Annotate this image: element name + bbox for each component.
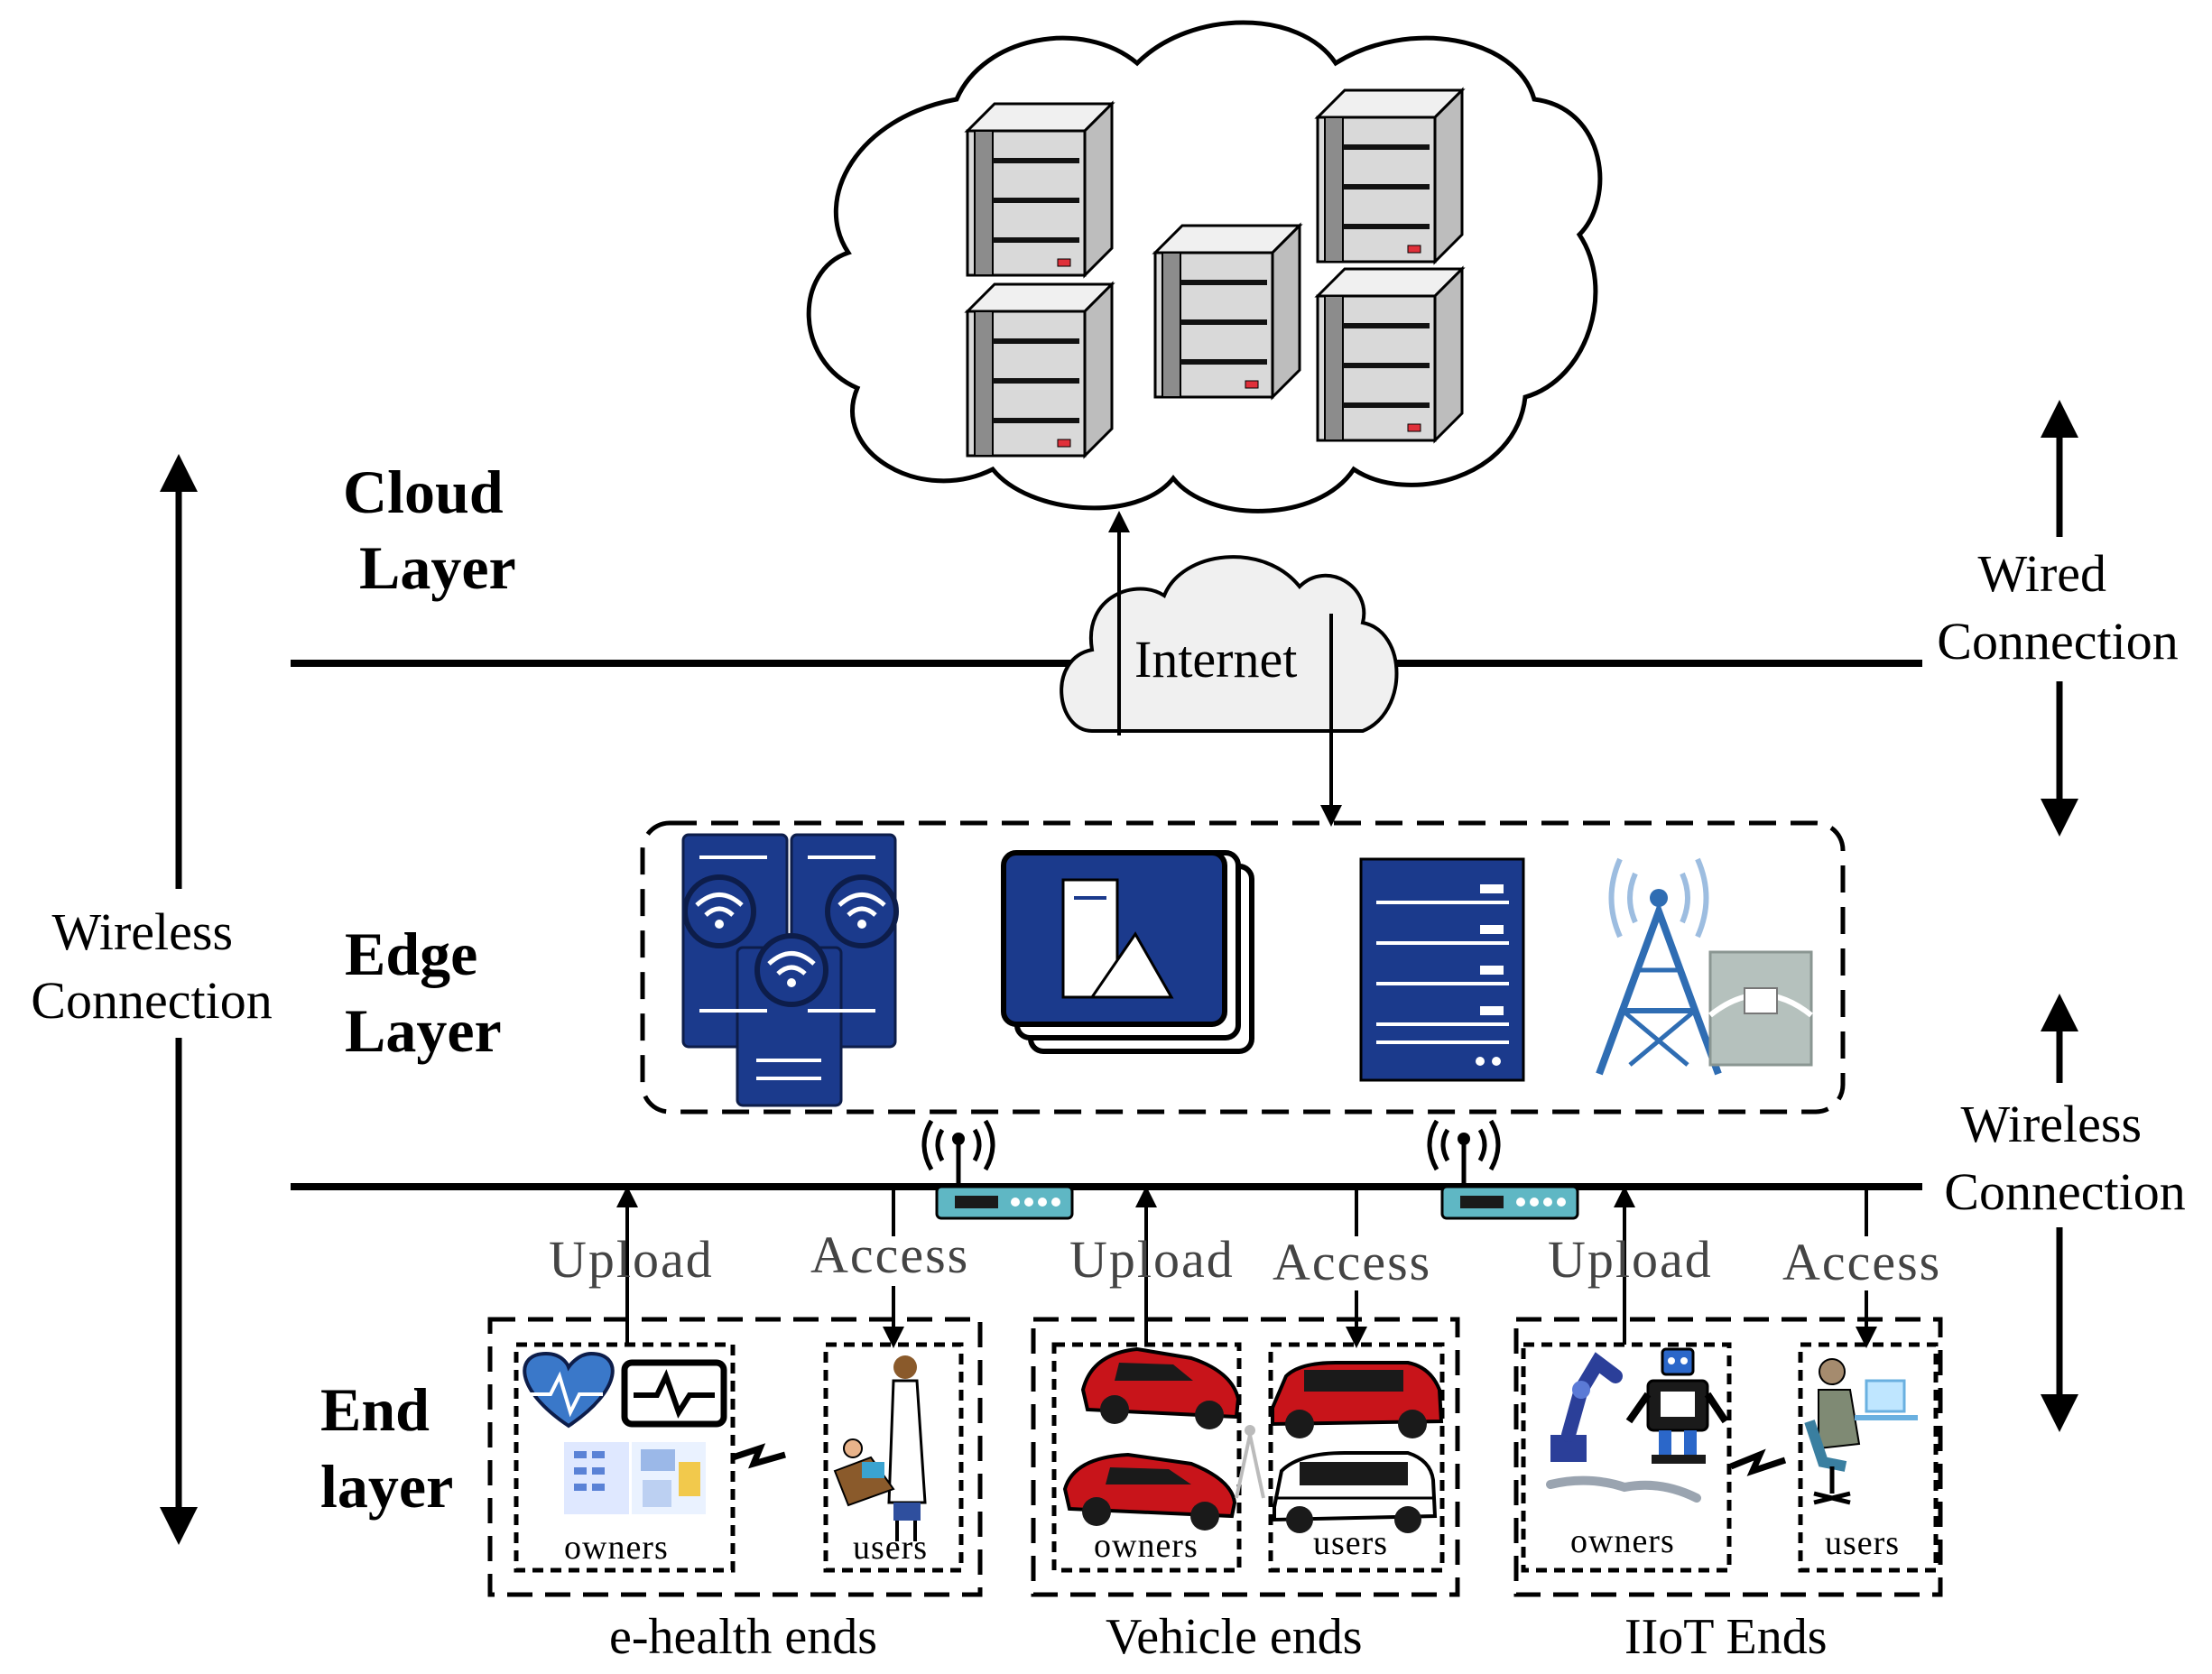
internet-cloud [1060,555,1399,733]
end-layer-label: End layer [320,1375,453,1521]
ehealth-owners-label: owners [564,1529,669,1567]
cell-tower-icon [1596,857,1813,1076]
wireless-link-icon [1729,1448,1787,1476]
server-rack-icon [966,282,1114,458]
file-server-icon [1001,850,1254,1054]
vehicle-group-label: Vehicle ends [1106,1609,1363,1665]
right-wired-connection-label: Wired Connection [1937,544,2178,671]
edge-layer-label: Edge Layer [345,920,502,1065]
iiot-group-label: IIoT Ends [1624,1609,1828,1665]
iiot-access-label: Access [1782,1233,1941,1291]
wireless-router-icon [1427,1119,1579,1220]
heart-rate-icon [523,1351,727,1429]
iiot-owners-label: owners [1570,1522,1675,1560]
doctor-patient-icon [833,1355,927,1541]
iiot-group-box [1513,1317,1943,1597]
sports-car-icon [1062,1346,1241,1531]
edge-devices-box [640,820,1846,1114]
wireless-link-icon [731,1443,786,1469]
right-wireless-connection-label: Wireless Connection [1944,1095,2185,1221]
iiot-owners-box [1521,1342,1732,1573]
server-rack-icon [1153,224,1301,399]
suv-car-icon [1271,1361,1444,1533]
server-rack-icon [966,102,1114,277]
vehicle-users-label: users [1313,1524,1388,1562]
vehicle-owners-label: owners [1094,1527,1199,1565]
wifi-servers-icon [681,833,899,1107]
cloud-layer-label: Cloud Layer [343,458,519,602]
ehealth-access-label: Access [810,1225,969,1284]
robot-arm-icon [1546,1352,1701,1503]
internet-label: Internet [1134,630,1297,689]
ehealth-group-box [487,1317,983,1597]
robot-icon [1625,1347,1729,1464]
rack-server-icon [1359,857,1525,1082]
iiot-upload-label: Upload [1548,1230,1713,1289]
server-rack-icon [1316,88,1464,264]
wireless-router-icon [921,1119,1074,1220]
left-wireless-connection-label: Wireless Connection [31,902,272,1030]
ehealth-group-label: e-health ends [609,1609,877,1665]
signal-tower-icon [1235,1425,1265,1499]
vehicle-upload-label: Upload [1069,1230,1235,1289]
vehicle-access-label: Access [1273,1233,1431,1291]
server-rack-icon [1316,267,1464,442]
health-dashboard-icon [564,1442,706,1514]
operator-workstation-icon [1804,1358,1918,1505]
ehealth-users-label: users [853,1529,928,1567]
ehealth-upload-label: Upload [549,1230,714,1289]
iiot-users-label: users [1825,1524,1900,1562]
vehicle-group-box [1031,1317,1460,1597]
